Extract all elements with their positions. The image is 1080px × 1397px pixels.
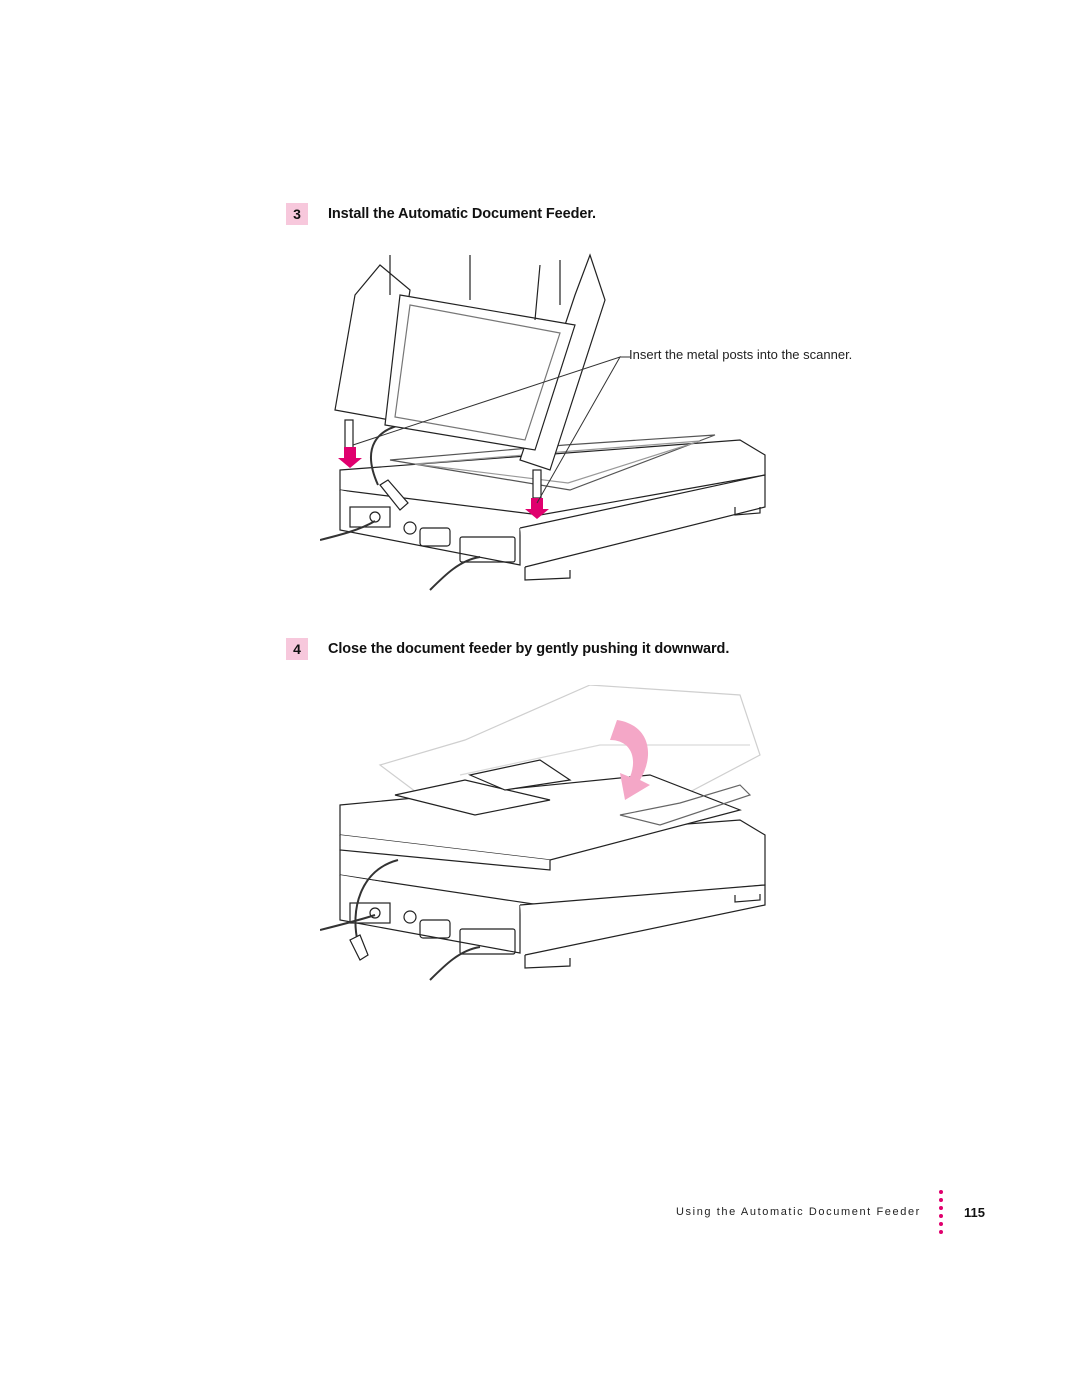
- close-arrow-icon: [610, 720, 650, 800]
- callout-leader: [352, 356, 630, 504]
- page-number: 115: [964, 1205, 985, 1220]
- step-4: 4 Close the document feeder by gently pu…: [286, 638, 729, 660]
- step-number-badge: 3: [286, 203, 308, 225]
- step-heading: Close the document feeder by gently push…: [328, 641, 730, 657]
- figure-callout: Insert the metal posts into the scanner.: [629, 347, 853, 362]
- scanner-glass: [389, 434, 716, 491]
- figure-install-feeder: [320, 253, 766, 591]
- connector-plug: [379, 479, 409, 511]
- connector-plug: [349, 934, 369, 961]
- figure-close-feeder: [320, 685, 766, 981]
- step-heading: Install the Automatic Document Feeder.: [328, 206, 596, 222]
- step-3: 3 Install the Automatic Document Feeder.: [286, 203, 596, 225]
- insert-arrow-left-icon: [338, 447, 362, 468]
- footer-dots: [939, 1190, 945, 1238]
- footer-chapter-title: Using the Automatic Document Feeder: [676, 1206, 921, 1218]
- step-number-badge: 4: [286, 638, 308, 660]
- insert-arrow-right-icon: [525, 498, 549, 519]
